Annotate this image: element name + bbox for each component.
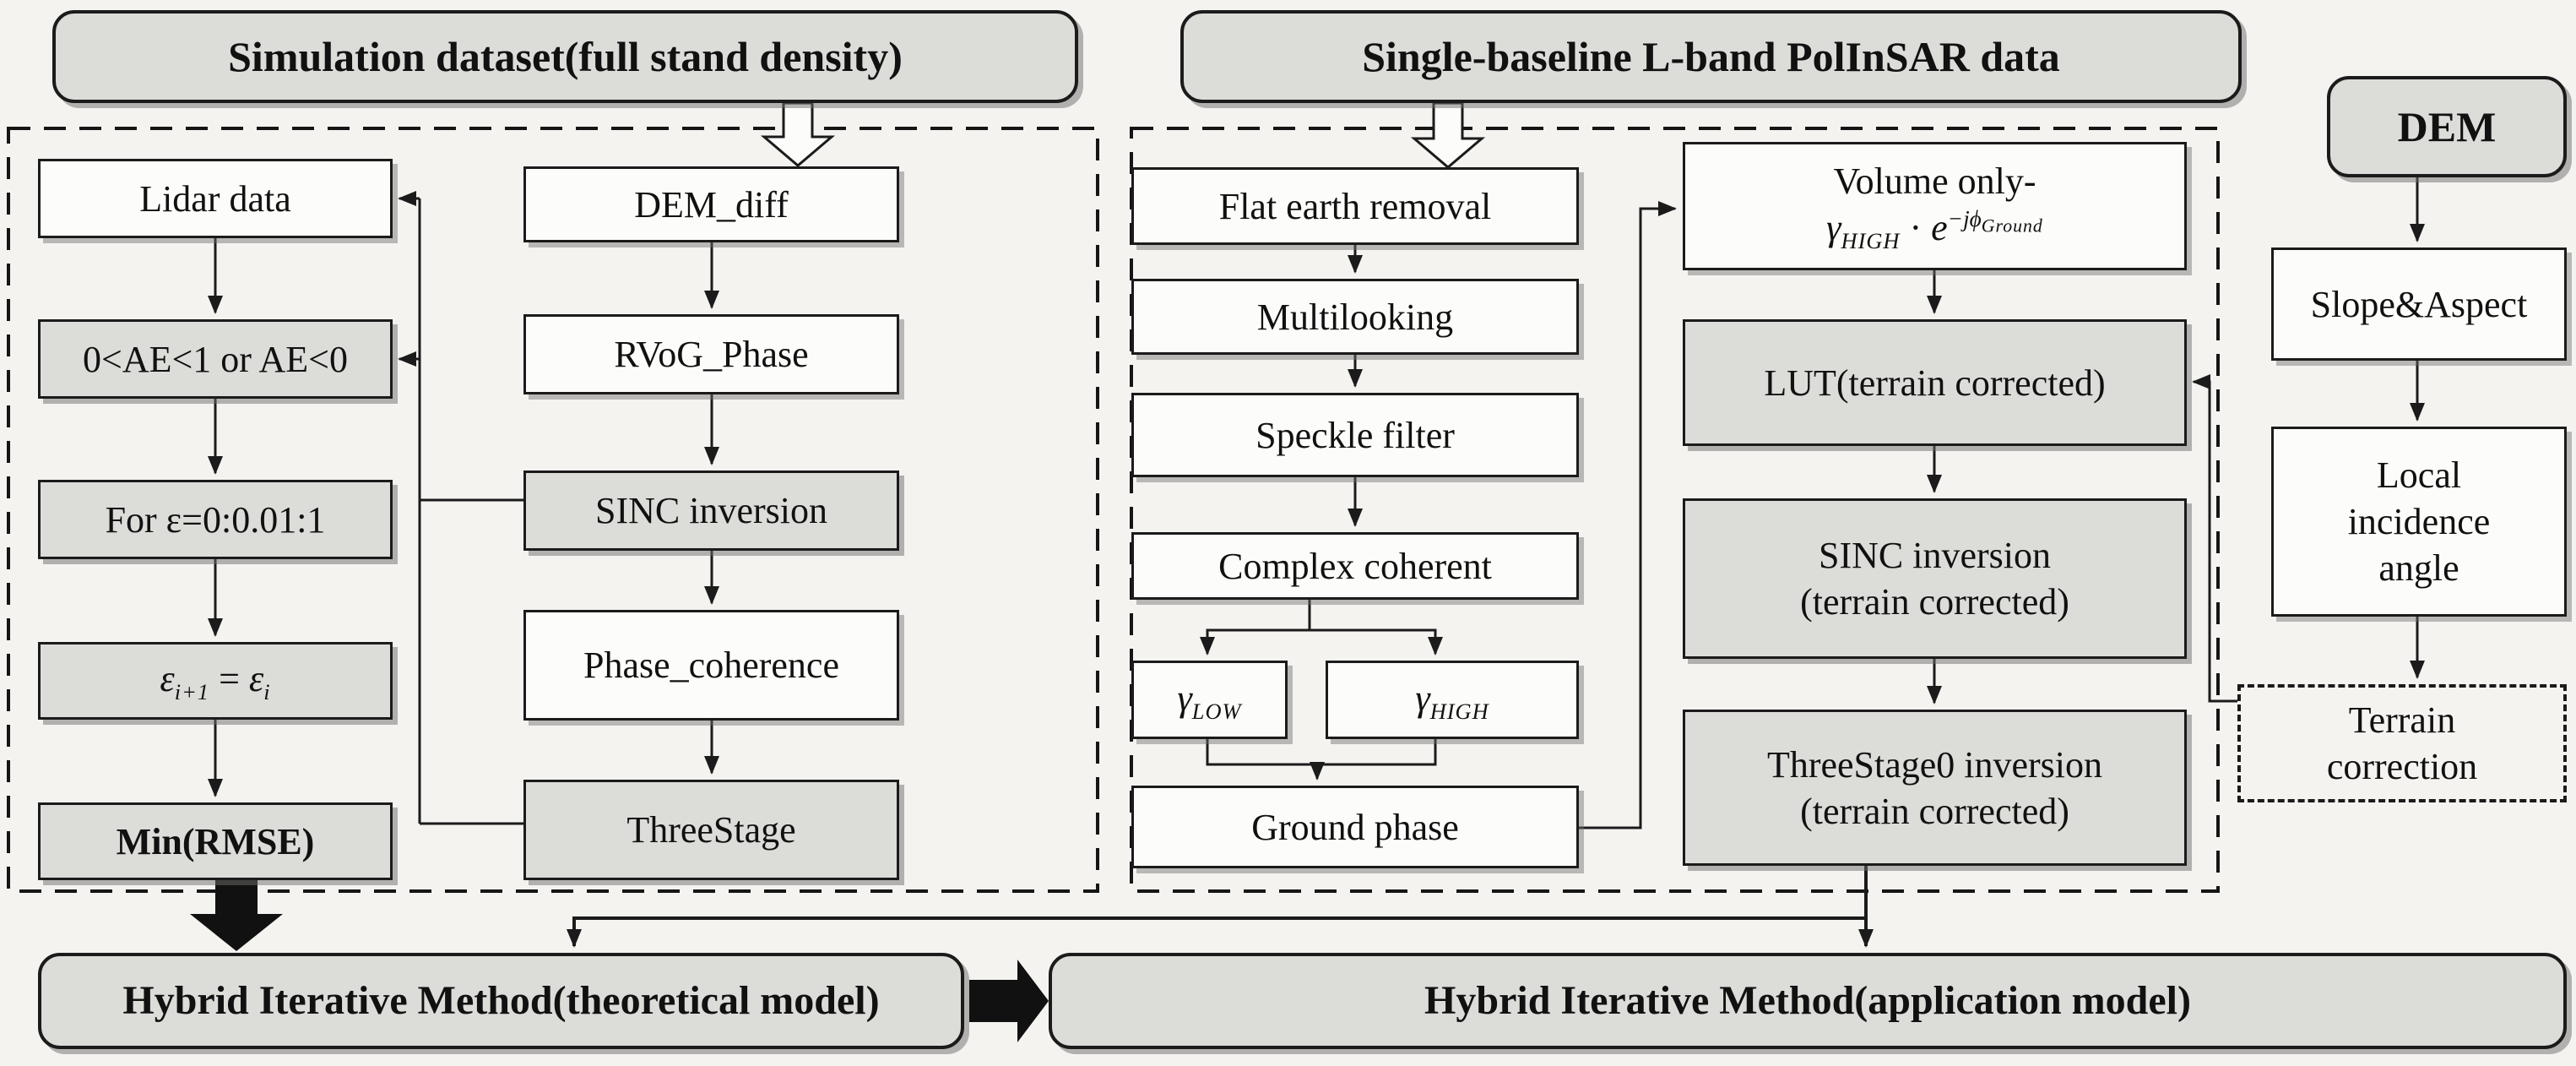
- node-phase-coherence: Phase_coherence: [523, 610, 899, 721]
- volume-only-line1: Volume only-: [1833, 160, 2036, 202]
- panel-title-simulation: Simulation dataset(full stand density): [52, 10, 1078, 103]
- node-multilooking: Multilooking: [1131, 279, 1579, 355]
- arrow-to-gammahigh: [1310, 628, 1443, 655]
- arrow-branch-to-theoretical: [567, 916, 1866, 948]
- node-hybrid-iterative-application: Hybrid Iterative Method(application mode…: [1049, 953, 2567, 1049]
- node-gamma-high: γHIGH: [1326, 661, 1579, 739]
- node-lidar-data: Lidar data: [38, 159, 393, 238]
- epsilon-formula: εi+1 = εi: [160, 658, 271, 704]
- panel-title-polinsar: Single-baseline L-band PolInSAR data: [1180, 10, 2242, 103]
- hollow-arrow-simulation-icon: [760, 101, 836, 167]
- arrow-terrain-to-lut: [2192, 374, 2237, 703]
- sinc-tc-line2: (terrain corrected): [1800, 581, 2069, 623]
- node-sinc-inversion-terrain-corrected: SINC inversion (terrain corrected): [1683, 498, 2187, 659]
- node-ground-phase: Ground phase: [1131, 786, 1579, 868]
- threestage0-line1: ThreeStage0 inversion: [1766, 743, 2103, 786]
- local-incidence-line3: angle: [2378, 547, 2459, 589]
- node-ae-condition: 0<AE<1 or AE<0: [38, 319, 393, 399]
- node-lut-terrain-corrected: LUT(terrain corrected): [1683, 319, 2187, 446]
- node-flat-earth-removal: Flat earth removal: [1131, 167, 1579, 245]
- node-threestage0-inversion-terrain-corrected: ThreeStage0 inversion (terrain corrected…: [1683, 710, 2187, 866]
- thick-arrow-theoretical-to-application-icon: [969, 960, 1049, 1042]
- node-epsilon-update: εi+1 = εi: [38, 642, 393, 720]
- node-min-rmse: Min(RMSE): [38, 802, 393, 880]
- line-gamma-merge: [1206, 739, 1437, 766]
- gamma-low-formula: γLOW: [1177, 677, 1242, 724]
- node-local-incidence-angle: Local incidence angle: [2271, 427, 2567, 617]
- node-slope-aspect: Slope&Aspect: [2271, 247, 2567, 361]
- local-incidence-line2: incidence: [2347, 501, 2491, 542]
- arrow-to-gammalow: [1200, 628, 1310, 655]
- node-speckle-filter: Speckle filter: [1131, 393, 1579, 477]
- panel-simulation-border: [7, 127, 1099, 893]
- panel-polinsar-border: [1130, 127, 2220, 893]
- node-terrain-correction: Terrain correction: [2237, 684, 2567, 802]
- terrain-correction-line2: correction: [2326, 746, 2478, 787]
- node-volume-only: Volume only- γHIGH · e−jϕGround: [1683, 142, 2187, 270]
- thick-arrow-minrmse-to-theoretical-icon: [190, 880, 283, 951]
- node-for-epsilon: For ε=0:0.01:1: [38, 480, 393, 559]
- terrain-correction-line1: Terrain: [2348, 699, 2456, 741]
- node-threestage: ThreeStage: [523, 780, 899, 880]
- node-rvog-phase: RVoG_Phase: [523, 314, 899, 394]
- volume-only-formula: γHIGH · e−jϕGround: [1826, 205, 2043, 253]
- node-hybrid-iterative-theoretical: Hybrid Iterative Method(theoretical mode…: [38, 953, 964, 1049]
- node-dem-diff: DEM_diff: [523, 166, 899, 242]
- threestage0-line2: (terrain corrected): [1800, 790, 2069, 832]
- node-gamma-low: γLOW: [1131, 661, 1288, 739]
- node-complex-coherent: Complex coherent: [1131, 532, 1579, 600]
- sinc-tc-line1: SINC inversion: [1819, 535, 2051, 576]
- local-incidence-line1: Local: [2376, 454, 2462, 496]
- node-sinc-inversion: SINC inversion: [523, 470, 899, 551]
- node-dem: DEM: [2327, 76, 2567, 177]
- arrow-groundphase-to-volumeonly: [1579, 201, 1677, 829]
- gamma-high-formula: γHIGH: [1415, 677, 1489, 724]
- hollow-arrow-polinsar-icon: [1410, 101, 1486, 169]
